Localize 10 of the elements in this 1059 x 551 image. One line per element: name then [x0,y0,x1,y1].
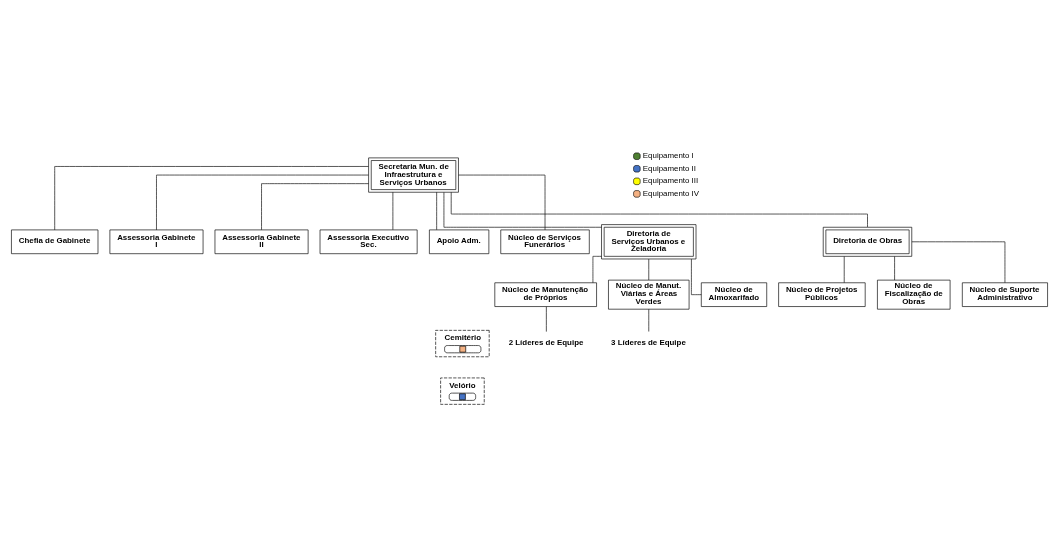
connector [156,174,369,231]
connector [691,258,702,295]
connector [894,256,895,281]
connector [546,306,547,332]
connector [436,191,437,231]
connector [592,256,602,284]
connector [443,192,602,228]
connector [458,174,546,231]
connector [54,166,369,231]
connector [261,183,369,231]
